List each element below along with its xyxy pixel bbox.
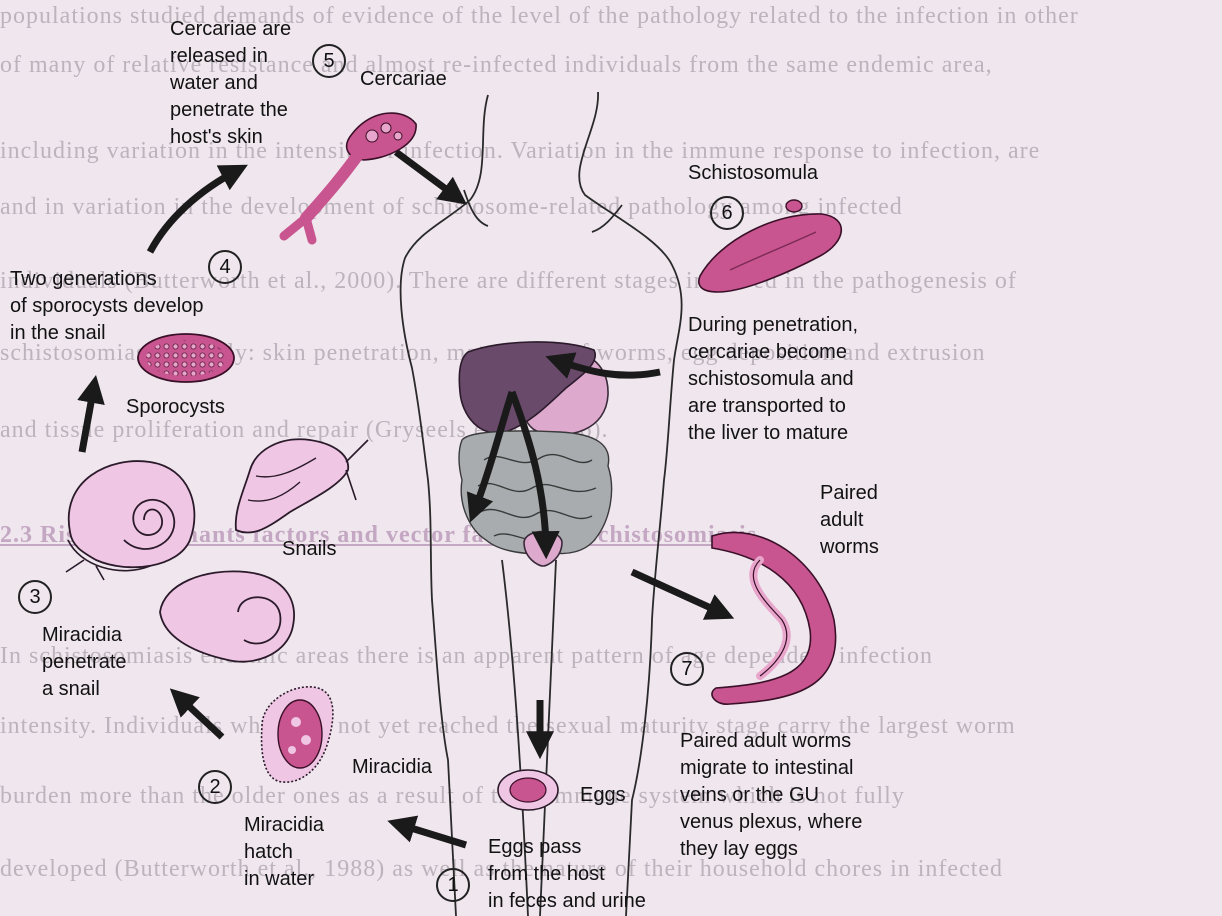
label-step5-cercariae-released: Cercariae are released in water and pene… <box>170 16 291 151</box>
step-number-1: 1 <box>436 868 470 902</box>
label-step1-eggs-pass: Eggs pass from the host in feces and uri… <box>488 834 646 915</box>
miracidium-organism <box>262 687 333 782</box>
snail-large-spiral <box>66 461 194 580</box>
label-snails: Snails <box>282 536 336 563</box>
label-paired-adult-worms: Paired adult worms <box>820 480 879 561</box>
arrow-snail-to-sporocysts <box>82 386 94 452</box>
label-step4-sporocysts-develop: Two generations of sporocysts develop in… <box>10 266 203 347</box>
label-step2-miracidia-hatch: Miracidia hatch in water <box>244 812 324 893</box>
label-cercariae: Cercariae <box>360 66 447 93</box>
step-number-5: 5 <box>312 44 346 78</box>
label-step6-schistosomula-transport: During penetration, cercariae become sch… <box>688 312 858 447</box>
arrow-miracidia-to-snail <box>178 696 222 737</box>
label-step3-miracidia-penetrate: Miracidia penetrate a snail <box>42 622 127 703</box>
cercaria-organism <box>284 113 416 240</box>
snail-round <box>160 571 294 661</box>
step-number-4: 4 <box>208 250 242 284</box>
arrow-to-cercariae <box>150 170 238 252</box>
step-number-7: 7 <box>670 652 704 686</box>
arrow-cercariae-to-host <box>396 152 458 198</box>
egg-organism <box>498 770 558 810</box>
label-schistosomula: Schistosomula <box>688 160 818 187</box>
label-miracidia: Miracidia <box>352 754 432 781</box>
label-step7-worms-migrate: Paired adult worms migrate to intestinal… <box>680 728 862 863</box>
step-number-2: 2 <box>198 770 232 804</box>
paired-adult-worms-organism <box>712 532 836 704</box>
step-number-6: 6 <box>710 196 744 230</box>
label-sporocysts: Sporocysts <box>126 394 225 421</box>
arrow-to-paired-worms <box>632 572 724 614</box>
step-number-3: 3 <box>18 580 52 614</box>
label-eggs: Eggs <box>580 782 626 809</box>
snail-conical <box>236 439 368 532</box>
arrow-eggs-to-miracidia <box>398 824 466 845</box>
